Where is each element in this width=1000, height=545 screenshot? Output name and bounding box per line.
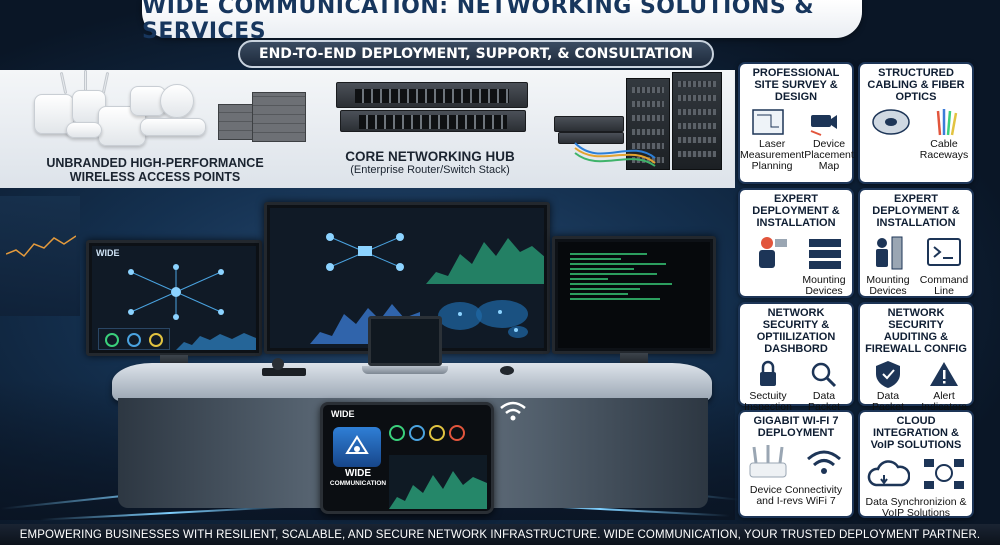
lock-icon <box>760 360 776 386</box>
card-label <box>740 275 796 297</box>
left-monitor: WIDE <box>86 240 262 356</box>
card-title: NETWORK SECURITY & OPTIILIZATION DASHBOR… <box>756 307 836 355</box>
router <box>554 116 624 132</box>
footer-banner: EMPOWERING BUSINESSES WITH RESILIENT, SC… <box>0 524 1000 545</box>
antenna <box>59 71 68 95</box>
card-label: Sectuity Inspection <box>744 390 792 413</box>
right-monitor <box>552 236 716 354</box>
card-deployment-1: EXPERT DEPLOYMENT & INSTALLATION Mountin… <box>738 188 854 298</box>
card-site-survey: PROFESSIONAL SITE SURVEY & DESIGN Laser … <box>738 62 854 184</box>
left-monitor-screen: WIDE <box>92 246 256 350</box>
card-label: Mounting Devices <box>866 274 910 297</box>
card-title: PROFESSIONAL SITE SURVEY & DESIGN <box>752 67 840 103</box>
server-rack <box>672 72 722 170</box>
page-subtitle: END-TO-END DEPLOYMENT, SUPPORT, & CONSUL… <box>238 40 714 68</box>
card-label: Mounting Devices <box>802 274 846 297</box>
network-icon <box>924 459 964 489</box>
app-logo-icon <box>333 427 381 467</box>
terminal-icon <box>927 238 961 266</box>
wall-display <box>0 196 80 316</box>
card-label: Alert Indicators <box>921 390 967 413</box>
world-map <box>438 300 528 338</box>
device-panel-icon <box>809 239 841 269</box>
card-deployment-2: EXPERT DEPLOYMENT & INSTALLATION Mountin… <box>858 188 974 298</box>
access-point <box>140 118 206 136</box>
tablet-logo-text: WIDE COMMUNICATION <box>329 468 387 488</box>
card-title: NETWORK SECURITY AUDITING & FIREWALL CON… <box>865 307 967 355</box>
webcam <box>272 358 284 370</box>
card-title: STRUCTURED CABLING & FIBER OPTICS <box>867 67 965 103</box>
tablet-brand: WIDE <box>331 409 355 419</box>
cable-spool-icon <box>871 109 910 135</box>
cloud-icon <box>867 460 910 487</box>
fiber-bundle-icon <box>936 109 957 136</box>
wall-chart <box>6 235 76 258</box>
cable-bundle <box>574 142 656 167</box>
network-topology <box>326 233 404 271</box>
page-title: WIDE COMMUNICATION: NETWORKING SOLUTIONS… <box>142 0 862 44</box>
network-switch <box>336 82 528 108</box>
card-label: Device Placement Map <box>804 138 854 172</box>
gauge-panel <box>98 328 170 350</box>
magnifier-icon <box>811 362 837 388</box>
card-label: Command Line <box>919 274 969 297</box>
router-icon <box>749 445 787 478</box>
terminal-screen <box>558 242 710 348</box>
wall-segment <box>252 92 306 142</box>
card-label: Cable Raceways <box>919 138 969 161</box>
hub-caption: CORE NETWORKING HUB (Enterprise Router/S… <box>345 149 515 177</box>
card-security-dashboard: NETWORK SECURITY & OPTIILIZATION DASHBOR… <box>738 302 854 424</box>
footer-text: EMPOWERING BUSINESSES WITH RESILIENT, SC… <box>19 528 981 541</box>
shield-icon <box>876 361 900 388</box>
left-monitor-brand: WIDE <box>96 248 120 258</box>
blueprint-icon <box>752 109 784 135</box>
card-cloud-voip: CLOUD INTEGRATION & VoIP SOLUTIONS Data … <box>858 410 974 519</box>
throughput-chart <box>426 238 544 284</box>
camera-icon <box>810 115 837 136</box>
card-firewall: NETWORK SECURITY AUDITING & FIREWALL CON… <box>858 302 974 424</box>
antenna <box>84 70 87 92</box>
access-point <box>66 122 102 138</box>
card-wifi7: GIGABIT WI-FI 7 DEPLOYMENT Device Connec… <box>738 410 854 518</box>
network-topology <box>128 264 224 320</box>
laptop-base <box>362 366 448 374</box>
tablet-gauges <box>389 425 487 451</box>
traffic-chart <box>176 333 256 350</box>
access-points-caption: UNBRANDED HIGH-PERFORMANCE WIRELESS ACCE… <box>46 156 264 184</box>
card-title: GIGABIT WI-FI 7 DEPLOYMENT <box>753 415 839 439</box>
desk-phone <box>262 368 306 376</box>
card-label: Laser Measurement Planning <box>740 138 805 172</box>
mouse <box>500 366 514 375</box>
network-switch <box>340 110 526 132</box>
card-title: CLOUD INTEGRATION & VoIP SOLUTIONS <box>870 415 962 451</box>
wifi-icon <box>807 450 841 474</box>
card-cabling: STRUCTURED CABLING & FIBER OPTICS Cable … <box>858 62 974 184</box>
warning-icon <box>930 362 958 386</box>
access-point <box>160 84 194 118</box>
card-title: EXPERT DEPLOYMENT & INSTALLATION <box>752 193 840 229</box>
technician-icon <box>759 237 787 268</box>
wifi-icon <box>500 401 526 421</box>
technician-rack-icon <box>876 236 903 270</box>
hardware-strip: UNBRANDED HIGH-PERFORMANCE WIRELESS ACCE… <box>0 70 735 188</box>
router <box>558 132 624 144</box>
card-label <box>860 139 916 161</box>
card-label: Device Connectivity and I-revs WiFi 7 <box>749 484 843 507</box>
tablet-traffic-chart <box>389 455 487 509</box>
laptop-screen <box>368 316 442 366</box>
card-label: Data Synchronizion & VoIP Solutions <box>865 496 967 519</box>
card-title: EXPERT DEPLOYMENT & INSTALLATION <box>872 193 960 229</box>
wall-segment <box>218 104 258 140</box>
access-point <box>34 94 74 134</box>
tablet: WIDE WIDE COMMUNICATION <box>320 402 494 514</box>
